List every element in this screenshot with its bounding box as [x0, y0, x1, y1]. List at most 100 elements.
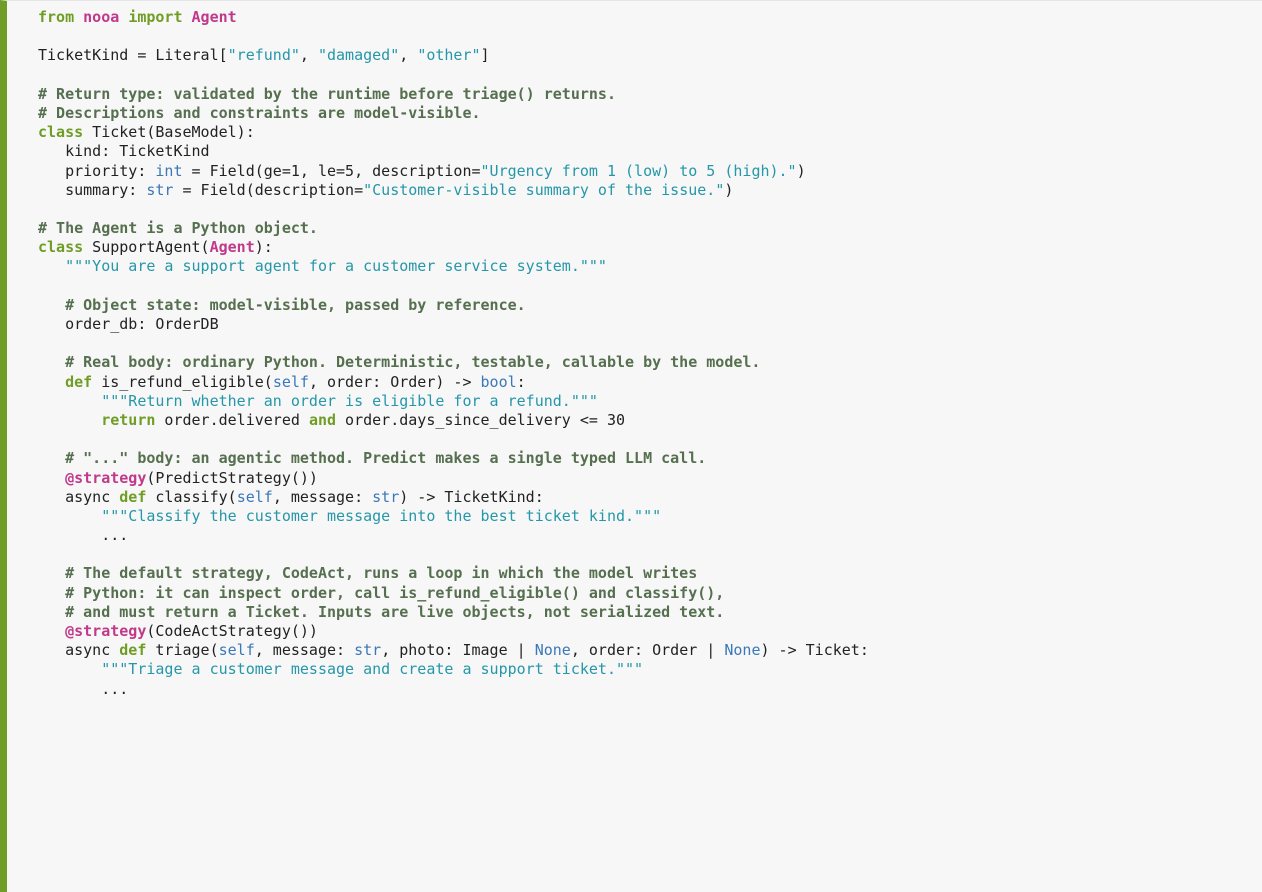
builtin-token: str	[146, 180, 174, 199]
code-listing: from nooa import Agent TicketKind = Lite…	[38, 8, 869, 699]
string-token: """You are a support agent for a custome…	[65, 257, 607, 276]
code-token: order_db: OrderDB	[38, 315, 219, 333]
code-line: priority: int = Field(ge=1, le=5, descri…	[38, 162, 869, 181]
code-token	[38, 392, 101, 410]
code-line: # and must return a Ticket. Inputs are l…	[38, 603, 869, 622]
code-token: ) -> TicketKind:	[399, 487, 544, 506]
code-line: async def triage(self, message: str, pho…	[38, 641, 869, 660]
code-token: (CodeActStrategy())	[146, 622, 318, 640]
code-token: , message:	[272, 487, 373, 506]
code-token: SupportAgent(	[83, 238, 210, 257]
code-line: """Classify the customer message into th…	[38, 507, 869, 526]
code-token: ,	[399, 46, 418, 65]
string-token: "Urgency from 1 (low) to 5 (high)."	[480, 161, 797, 180]
code-line: # The Agent is a Python object.	[38, 219, 869, 238]
code-line: # Return type: validated by the runtime …	[38, 85, 869, 104]
comment-token: # The default strategy, CodeAct, runs a …	[65, 564, 698, 583]
builtin-token: bool	[480, 372, 517, 391]
code-line	[38, 545, 869, 564]
code-line: # "..." body: an agentic method. Predict…	[38, 449, 869, 468]
code-line	[38, 66, 869, 85]
comment-token: # The Agent is a Python object.	[38, 219, 318, 238]
code-line: return order.delivered and order.days_si…	[38, 411, 869, 430]
builtin-token: int	[155, 161, 183, 180]
code-line: ...	[38, 526, 869, 545]
code-token: order.days_since_delivery <= 30	[336, 410, 626, 429]
code-line	[38, 27, 869, 46]
code-token	[74, 8, 83, 26]
code-token: async	[38, 641, 120, 660]
code-token	[38, 353, 65, 371]
code-token: = Field(description=	[173, 180, 364, 199]
identifier-token: nooa	[83, 8, 120, 26]
builtin-token: None	[724, 641, 761, 660]
code-line: """Return whether an order is eligible f…	[38, 392, 869, 411]
comment-token: # Descriptions and constraints are model…	[38, 103, 481, 122]
code-token: , order: Order) ->	[308, 372, 481, 391]
code-token: , order: Order |	[570, 641, 725, 660]
comment-token: # Python: it can inspect order, call is_…	[65, 583, 725, 602]
code-line: # Python: it can inspect order, call is_…	[38, 584, 869, 603]
code-token: ,	[299, 46, 318, 65]
keyword-token: return	[101, 410, 156, 429]
code-line: summary: str = Field(description="Custom…	[38, 181, 869, 200]
code-token: Ticket(BaseModel):	[83, 123, 255, 142]
string-token: "damaged"	[317, 46, 400, 65]
code-line	[38, 334, 869, 353]
comment-token: # Object state: model-visible, passed by…	[65, 295, 526, 314]
code-token	[38, 584, 65, 602]
code-token: async	[38, 487, 120, 506]
code-token: :	[516, 372, 526, 391]
code-token: ) -> Ticket:	[760, 641, 869, 660]
code-token: summary:	[38, 180, 147, 199]
code-line: ...	[38, 680, 869, 699]
builtin-token: str	[372, 487, 400, 506]
code-token: , photo: Image |	[381, 641, 535, 660]
code-line: @strategy(CodeActStrategy())	[38, 622, 869, 641]
code-line: """You are a support agent for a custome…	[38, 257, 869, 276]
identifier-token: Agent	[209, 238, 255, 257]
code-token	[38, 564, 65, 582]
code-line: # The default strategy, CodeAct, runs a …	[38, 564, 869, 583]
identifier-token: @strategy	[65, 622, 147, 640]
identifier-token: Agent	[191, 8, 237, 26]
comment-token: # Return type: validated by the runtime …	[38, 84, 616, 103]
code-line: kind: TicketKind	[38, 142, 869, 161]
code-token	[38, 660, 101, 678]
code-token: kind: TicketKind	[38, 142, 210, 161]
keyword-token: class	[38, 123, 84, 142]
string-token: """Triage a customer message and create …	[101, 660, 644, 679]
identifier-token: @strategy	[65, 468, 147, 487]
code-token: , message:	[254, 641, 355, 660]
keyword-token: def	[119, 487, 147, 506]
code-token: ):	[254, 238, 273, 257]
builtin-token: None	[534, 641, 571, 660]
string-token: """Return whether an order is eligible f…	[101, 391, 598, 410]
keyword-token: class	[38, 238, 84, 257]
code-token	[119, 8, 128, 26]
code-line: # Object state: model-visible, passed by…	[38, 296, 869, 315]
code-line: order_db: OrderDB	[38, 315, 869, 334]
code-token: ...	[38, 679, 129, 698]
comment-token: # "..." body: an agentic method. Predict…	[65, 449, 707, 468]
keyword-token: from	[38, 8, 75, 26]
code-token: )	[796, 161, 806, 180]
code-token	[38, 257, 65, 275]
code-line: class Ticket(BaseModel):	[38, 123, 869, 142]
code-token: = Field(ge=1, le=5, description=	[182, 161, 481, 180]
code-token: ...	[38, 526, 129, 545]
builtin-token: self	[236, 487, 273, 506]
code-token	[38, 469, 65, 487]
keyword-token: and	[308, 410, 337, 429]
code-token	[38, 373, 65, 391]
code-line: class SupportAgent(Agent):	[38, 238, 869, 257]
code-token: )	[724, 180, 734, 199]
comment-token: # Real body: ordinary Python. Determinis…	[65, 353, 761, 372]
code-line	[38, 200, 869, 219]
code-token	[38, 622, 65, 640]
keyword-token: def	[65, 372, 93, 391]
code-token: is_refund_eligible(	[92, 372, 273, 391]
code-token: priority:	[38, 161, 156, 180]
string-token: "other"	[417, 46, 481, 65]
